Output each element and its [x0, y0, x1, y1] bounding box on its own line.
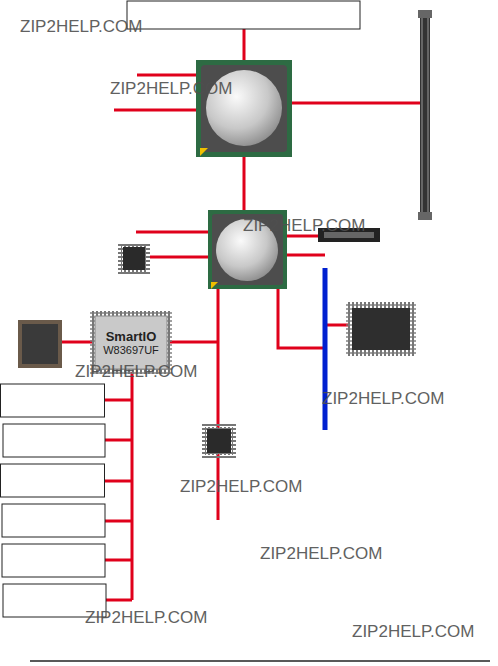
watermark: ZIP2HELP.COM: [110, 79, 233, 99]
watermark: ZIP2HELP.COM: [85, 608, 208, 628]
watermark: ZIP2HELP.COM: [20, 17, 143, 37]
chip-box: SmartIOW83697UF: [95, 316, 167, 369]
watermark: ZIP2HELP.COM: [180, 477, 303, 497]
watermark: ZIP2HELP.COM: [352, 622, 475, 642]
chip-marking: W83697UF: [103, 344, 159, 356]
watermark: ZIP2HELP.COM: [260, 544, 383, 564]
watermark: ZIP2HELP.COM: [322, 389, 445, 409]
watermark: ZIP2HELP.COM: [75, 362, 198, 382]
watermark: ZIP2HELP.COM: [243, 216, 366, 236]
chip-logo: SmartIO: [106, 329, 157, 344]
